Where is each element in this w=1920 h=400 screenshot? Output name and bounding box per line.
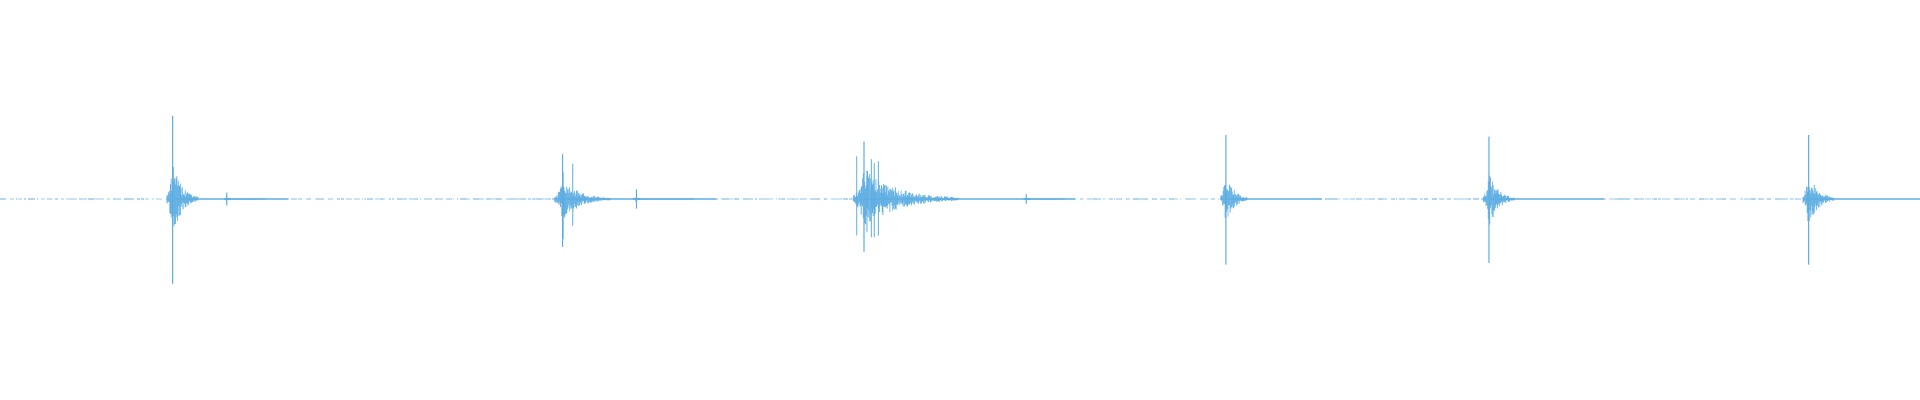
waveform-transient: [853, 141, 1076, 252]
waveform-transient: [1023, 194, 1065, 204]
waveform-transient: [166, 115, 288, 284]
waveform-transient: [1220, 135, 1322, 265]
waveform-transient: [224, 192, 266, 206]
waveform-transient: [1802, 135, 1920, 265]
waveform-transient: [1482, 136, 1605, 263]
waveform-transient: [633, 189, 695, 209]
